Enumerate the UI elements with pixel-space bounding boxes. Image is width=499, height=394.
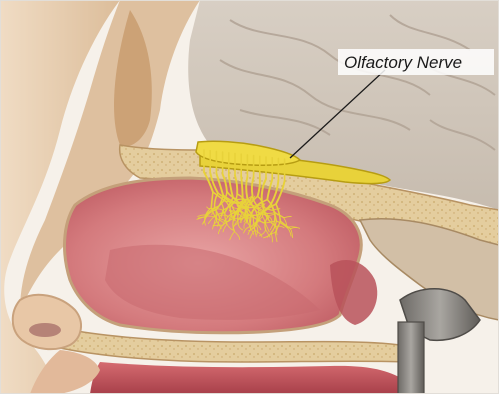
olfactory-nerve-label: Olfactory Nerve (344, 53, 462, 72)
nostril (29, 323, 61, 337)
eustachian-tube-shaft (398, 322, 424, 394)
